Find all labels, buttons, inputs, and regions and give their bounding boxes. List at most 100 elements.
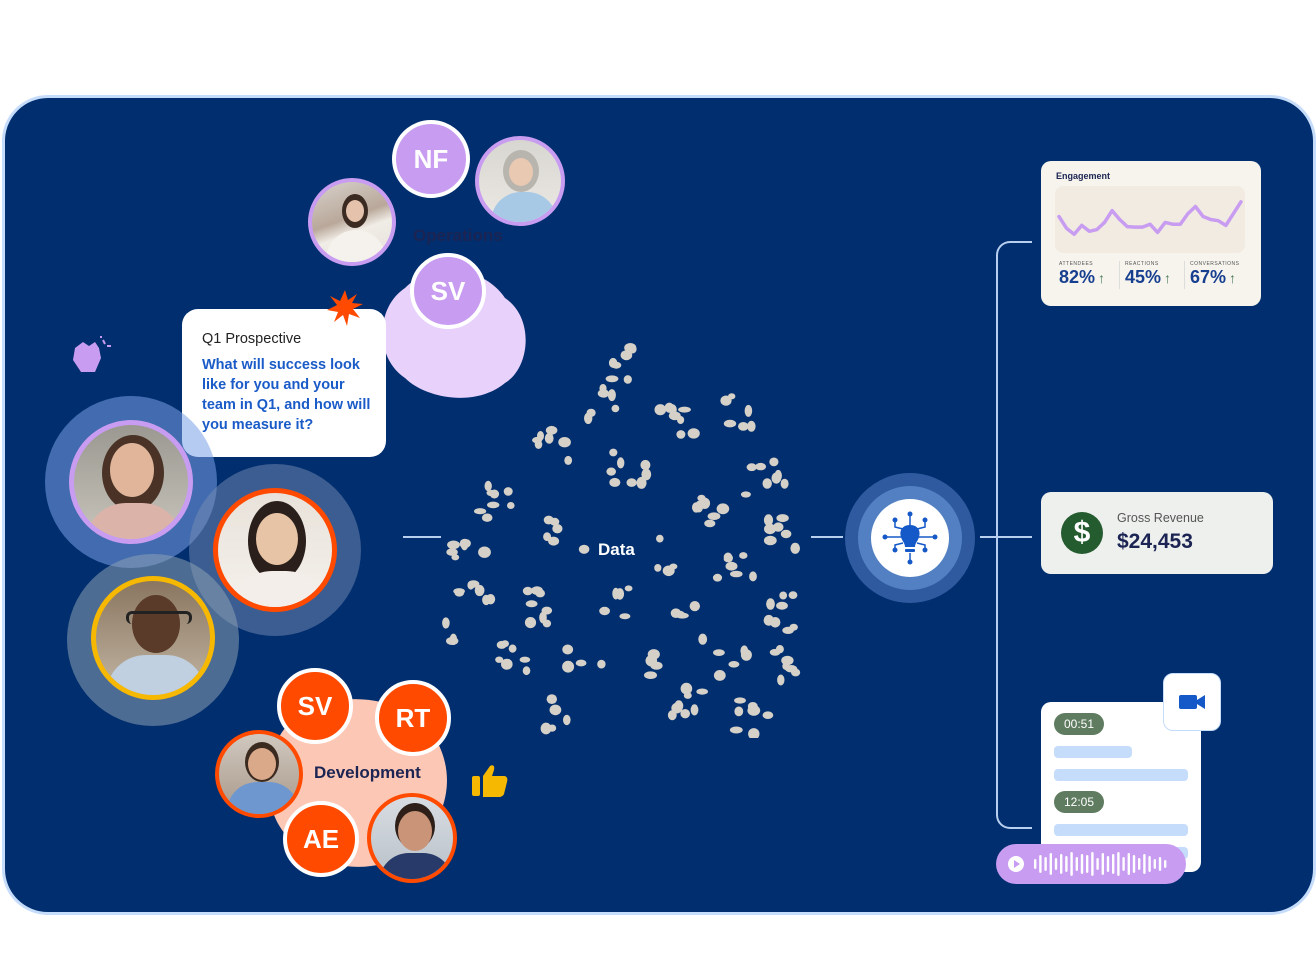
data-dot [584,412,593,424]
operations-avatar-photo-2[interactable] [475,136,565,226]
data-dot [762,711,774,719]
data-dot [744,404,753,417]
engagement-series-line [1057,200,1243,236]
stat-divider [1119,261,1120,289]
waveform-bar [1158,857,1162,871]
waveform-bar [1091,852,1094,876]
data-dot [734,706,744,717]
video-button[interactable] [1163,673,1221,731]
data-dot [564,455,573,465]
data-dot [678,406,691,413]
data-dot [747,420,756,432]
data-dot [766,598,775,610]
data-dot [667,710,677,721]
data-dot [562,644,574,655]
data-dot [713,649,725,656]
data-dot [674,610,685,618]
development-avatar-initials-3[interactable]: AE [283,801,359,877]
data-dot [697,494,706,502]
waveform-bar [1044,857,1047,871]
stat-attendees: Attendees 82%↑ [1059,261,1106,287]
data-dot [788,591,798,599]
data-dot [730,570,743,578]
data-dot [790,542,800,554]
data-dot [474,508,487,515]
data-dot [522,666,531,676]
data-dot [749,571,757,582]
data-dot [522,586,533,596]
operations-label: Operations [413,226,503,245]
data-dot [599,384,607,393]
data-dot [624,343,637,353]
data-dot [537,431,544,441]
development-avatar-photo[interactable] [215,730,303,818]
ai-hub[interactable] [871,499,949,577]
revenue-card: $ Gross Revenue $24,453 [1041,492,1273,574]
play-button[interactable] [1008,856,1024,872]
participant-avatar-2[interactable] [213,488,337,612]
data-dot [779,591,788,600]
data-dot [769,457,779,467]
connector-mid [811,536,843,538]
data-dot [534,440,543,449]
data-dot [486,489,496,497]
data-dot [690,704,699,716]
data-dot [482,594,491,606]
data-dot [725,561,738,571]
data-dot [771,472,782,484]
data-dot [484,480,492,492]
operations-avatar-photo[interactable] [308,178,396,266]
clapping-hands-icon [67,336,111,385]
data-dot [755,462,767,471]
development-avatar-photo-2[interactable] [367,793,457,883]
operations-avatar-initials[interactable]: NF [392,120,470,198]
data-dot [641,468,652,481]
data-dot [617,457,625,469]
data-dot [626,478,637,487]
data-dot [462,539,471,548]
waveform-bar [1075,857,1078,871]
data-dot [442,617,450,629]
data-dot [713,670,726,681]
waveform-bar [1148,856,1151,872]
data-dot [687,428,700,439]
waveform-bar [1132,855,1136,873]
development-avatar-initials[interactable]: SV [277,668,353,744]
data-dot [763,535,777,546]
participant-avatar-3[interactable] [91,576,215,700]
operations-avatar-initials-2[interactable]: SV [410,253,486,329]
waveform-bar [1106,856,1110,872]
data-dot [544,432,554,444]
data-dot [738,422,749,431]
revenue-label: Gross Revenue [1117,511,1204,525]
data-dot [723,555,733,563]
transcript-line [1054,769,1188,781]
data-dot [549,704,562,716]
data-dot [467,580,475,590]
data-dot [487,501,500,509]
data-dot [781,655,794,666]
waveform-bar [1153,859,1156,869]
data-dot [623,375,632,384]
audio-player[interactable] [996,844,1186,884]
audio-waveform [1034,852,1167,876]
waveform-bar [1034,859,1037,869]
data-dot [578,544,590,554]
data-dot [640,459,651,471]
data-dot [776,514,789,523]
data-dot [597,659,606,669]
participant-avatar[interactable] [69,420,193,544]
waveform-bar [1080,854,1084,874]
starburst-icon [327,290,363,326]
timestamp-badge[interactable]: 12:05 [1054,791,1105,813]
trend-up-icon: ↑ [1164,270,1172,286]
development-avatar-initials-2[interactable]: RT [375,680,451,756]
data-dot [609,477,621,487]
data-dot [782,626,794,634]
waveform-bar [1039,855,1042,873]
waveform-bar [1122,857,1125,871]
engagement-chart [1055,186,1245,253]
timestamp-badge[interactable]: 00:51 [1054,713,1105,735]
data-dot [776,601,788,610]
waveform-bar [1054,858,1058,870]
